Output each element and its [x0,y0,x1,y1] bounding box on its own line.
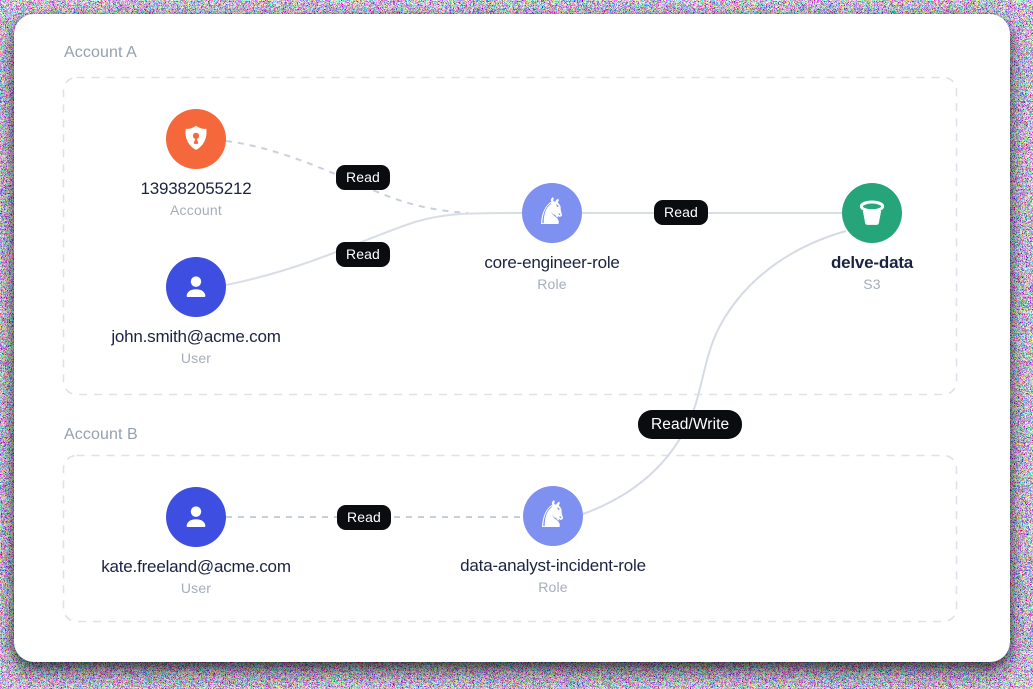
node-data-analyst-incident-role-title: data-analyst-incident-role [460,556,646,575]
node-account-title: 139382055212 [140,179,252,198]
node-delve-data-title: delve-data [830,253,914,272]
chess-knight-icon: ♞ [522,183,582,243]
node-data-analyst-incident-role-type: Role [538,579,568,595]
node-core-engineer-role-title: core-engineer-role [484,253,620,272]
edge-label-read-write: Read/Write [638,410,743,439]
edge-label-account-read: Read [336,165,390,190]
node-account-type: Account [170,202,222,218]
edge-label-role-read: Read [654,200,708,225]
edge-label-kate-read: Read [337,505,391,530]
node-user-john-title: john.smith@acme.com [111,327,281,346]
account-a-label: Account A [64,44,137,61]
chess-knight-icon: ♞ [523,486,583,546]
node-core-engineer-role-type: Role [537,276,567,292]
user-icon [166,257,226,317]
bucket-icon [842,183,902,243]
edge-john-to-core-engineer-role [225,212,524,286]
user-icon [166,487,226,547]
node-delve-data-bucket[interactable]: delve-data S3 [752,183,992,292]
node-account[interactable]: 139382055212 Account [76,109,316,218]
node-user-john[interactable]: john.smith@acme.com User [76,257,316,366]
node-data-analyst-incident-role[interactable]: ♞ data-analyst-incident-role Role [433,486,673,595]
node-core-engineer-role[interactable]: ♞ core-engineer-role Role [432,183,672,292]
edge-data-analyst-role-to-delve-data [582,230,847,515]
shield-lock-icon [166,109,226,169]
node-user-kate-title: kate.freeland@acme.com [101,557,291,576]
account-b-label: Account B [64,426,138,443]
node-user-kate-type: User [180,580,212,596]
edge-label-john-read: Read [336,242,390,267]
node-user-john-type: User [180,350,212,366]
node-delve-data-type: S3 [863,276,881,292]
node-user-kate[interactable]: kate.freeland@acme.com User [76,487,316,596]
